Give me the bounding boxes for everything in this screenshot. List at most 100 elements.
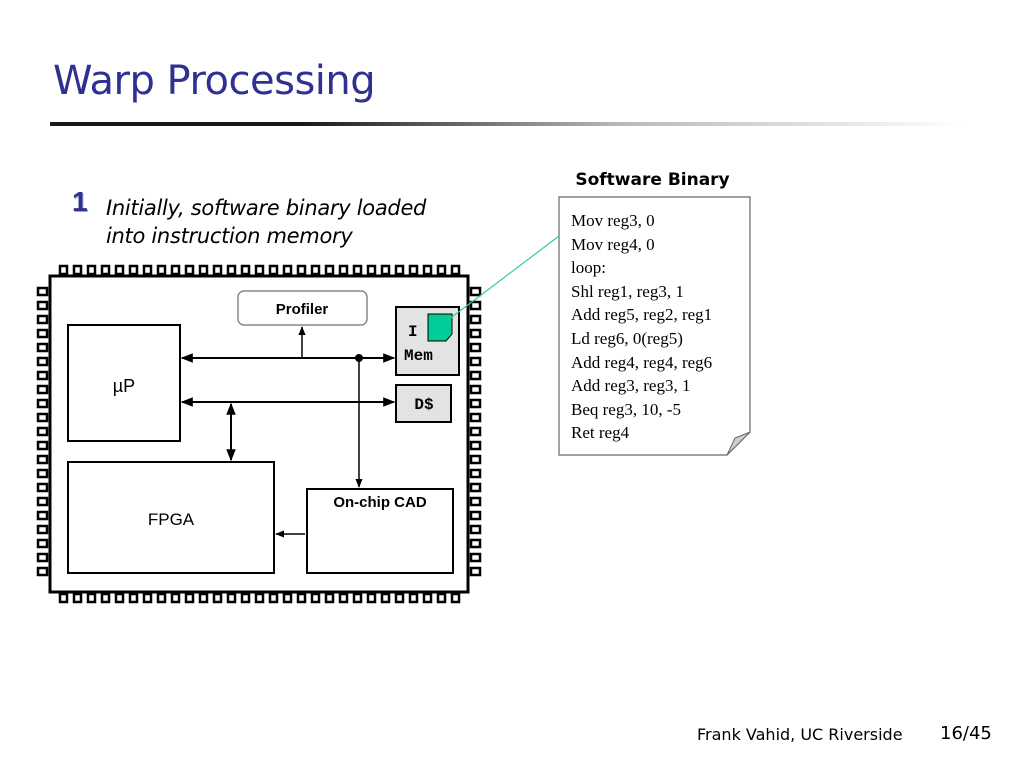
on-chip-cad-label: On-chip CAD [333,494,426,511]
chip-pin [254,264,265,276]
chip-pin [380,264,391,276]
chip-pin [36,468,49,479]
chip-pin [296,264,307,276]
microprocessor-box [67,324,181,442]
chip-pin [268,264,279,276]
chip-pin [469,370,482,381]
chip-pin [226,264,237,276]
chip-pin [36,454,49,465]
chip-pin [310,264,321,276]
chip-pin [282,592,293,604]
chip-pin [422,264,433,276]
chip-pin [36,538,49,549]
step-description: Initially, software binary loaded into i… [106,196,427,248]
chip-pin [282,264,293,276]
chip-pin [436,592,447,604]
imem-label-line2: Mem [404,347,433,365]
chip-pin [170,264,181,276]
chip-pin [36,482,49,493]
chip-pin [469,482,482,493]
document-folded-corner [726,431,751,456]
chip-pin [394,592,405,604]
chip-pin [338,264,349,276]
chip-pin [324,592,335,604]
chip-pin [422,592,433,604]
chip-pin [212,592,223,604]
chip-pin [58,264,69,276]
chip-pin [394,264,405,276]
code-line: Mov reg3, 0 [571,211,655,230]
chip-pin [36,412,49,423]
chip-pin [36,496,49,507]
chip-pin [36,314,49,325]
chip-pin [100,264,111,276]
step-number: 1 [72,186,88,217]
data-cache-label: D$ [414,396,433,414]
chip-pin [114,264,125,276]
chip-pin [469,468,482,479]
data-cache-box [395,384,452,423]
title-underline [50,122,965,126]
code-line: Beq reg3, 10, -5 [571,399,682,419]
on-chip-cad-box [306,488,454,574]
chip-pin [36,426,49,437]
binary-in-memory-icon [427,313,453,342]
chip-pin [58,592,69,604]
chip-pin [450,592,461,604]
code-line: Shl reg1, reg3, 1 [571,281,684,301]
profiler-box [237,290,368,326]
chip-pin [184,592,195,604]
chip-pin [469,426,482,437]
chip-pin [296,592,307,604]
chip-pin [408,592,419,604]
chip-pin [72,592,83,604]
chip-pin [142,592,153,604]
code-line: Mov reg4, 0 [571,234,655,254]
chip-pin [469,440,482,451]
chip-pin [469,496,482,507]
chip-pin [36,384,49,395]
chip-pin [142,264,153,276]
chip-pin [450,264,461,276]
chip-pin [469,412,482,423]
chip-pin [469,566,482,577]
chip-pin [128,592,139,604]
chip-pin [366,264,377,276]
chip-pin [469,524,482,535]
chip-pin [324,264,335,276]
profiler-label: Profiler [276,301,329,318]
chip-pin [469,314,482,325]
chip-pin [469,286,482,297]
code-line: Add reg4, reg4, reg6 [571,352,713,372]
microprocessor-label: µP [113,376,135,396]
chip-pin [100,592,111,604]
chip-pin [36,524,49,535]
chip-pin [36,566,49,577]
chip-pin [114,592,125,604]
chip-pin [86,592,97,604]
chip-pin [36,342,49,353]
slide-title: Warp Processing [53,58,376,104]
chip-pin [469,398,482,409]
chip-pin [36,552,49,563]
chip-pin [198,264,209,276]
chip-pin [352,264,363,276]
chip-pins [36,264,482,604]
chip-pin [254,592,265,604]
imem-label-line1: I [408,323,418,341]
chip-pin [366,592,377,604]
chip-pin [469,552,482,563]
footer-author: Frank Vahid, UC Riverside [697,725,903,744]
chip-pin [469,342,482,353]
chip-pin [36,328,49,339]
chip-pin [170,592,181,604]
chip-pin [469,300,482,311]
chip-pin [36,300,49,311]
chip-pin [310,592,321,604]
software-binary-title: Software Binary [575,170,730,190]
chip-pin [36,510,49,521]
fpga-label: FPGA [148,510,195,529]
chip-pin [128,264,139,276]
chip-pin [72,264,83,276]
